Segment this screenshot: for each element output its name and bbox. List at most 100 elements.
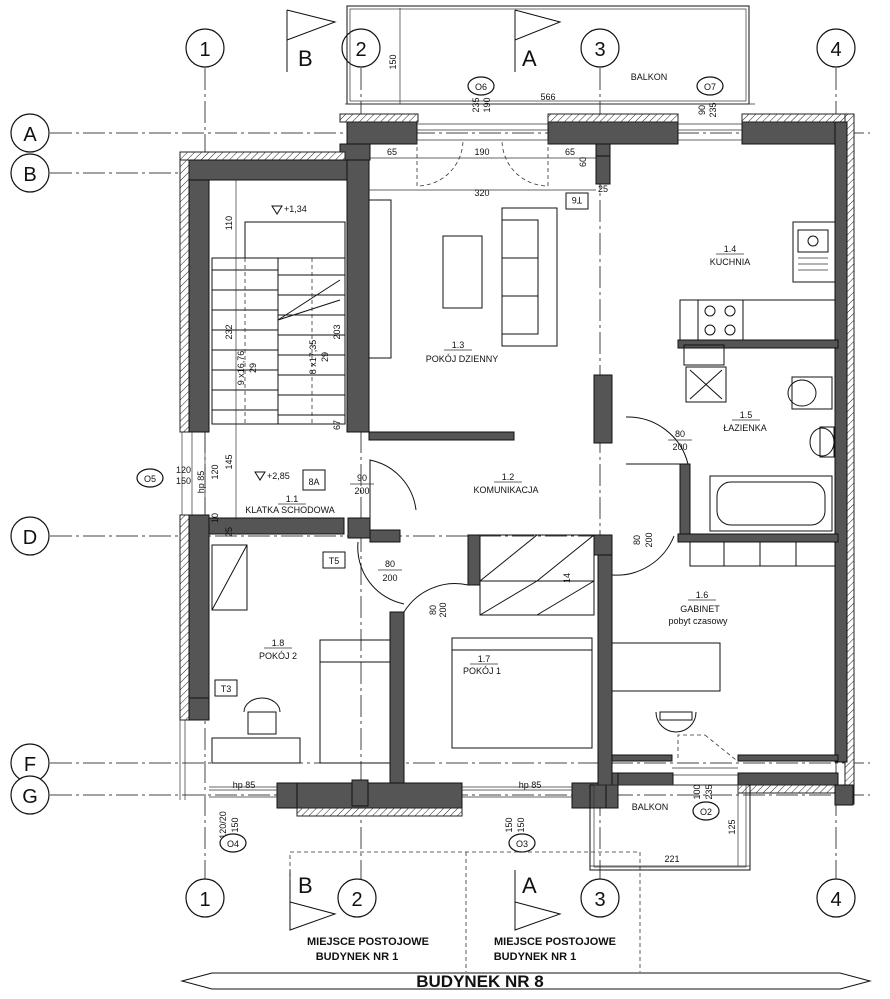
svg-text:1: 1 [199, 39, 210, 61]
svg-text:221: 221 [664, 854, 679, 864]
svg-text:80: 80 [632, 535, 642, 545]
svg-text:O3: O3 [516, 839, 528, 849]
tag-t6: T6 [565, 192, 589, 210]
grid-row-marker-a: A [10, 113, 50, 153]
svg-text:203: 203 [332, 324, 342, 339]
svg-text:8 x17,35: 8 x17,35 [308, 340, 318, 375]
balcony-door-swings [416, 139, 737, 761]
svg-text:1.5: 1.5 [740, 410, 753, 420]
svg-text:BUDYNEK NR 8: BUDYNEK NR 8 [416, 972, 544, 991]
svg-text:A: A [522, 46, 537, 71]
svg-text:1.3: 1.3 [452, 340, 465, 350]
grid-column-marker-3-top: 3 [580, 28, 620, 68]
svg-text:O4: O4 [227, 839, 239, 849]
balcony-top: BALKON 150 566 [345, 5, 755, 105]
kitchen-fixtures [679, 221, 836, 403]
svg-text:125: 125 [727, 819, 737, 834]
svg-text:KOMUNIKACJA: KOMUNIKACJA [473, 485, 538, 495]
svg-text:MIEJSCE POSTOJOWE: MIEJSCE POSTOJOWE [307, 936, 429, 948]
svg-text:O7: O7 [704, 82, 716, 92]
svg-text:65: 65 [565, 147, 575, 157]
svg-text:2: 2 [355, 39, 366, 61]
svg-text:8A: 8A [308, 477, 319, 487]
staircase: 110 232 9 x16,76 29 8 x17,35 29 203 67 +… [196, 180, 346, 537]
svg-text:1.8: 1.8 [272, 638, 285, 648]
svg-text:GABINET: GABINET [680, 604, 720, 614]
svg-text:200: 200 [672, 442, 687, 452]
svg-text:145: 145 [224, 454, 234, 469]
window-label-o6: O6 [467, 76, 495, 96]
door-stair: 90 200 [350, 459, 417, 518]
window-label-o3: O3 [508, 833, 536, 853]
room-label-1-2: 1.2 KOMUNIKACJA [473, 472, 538, 495]
svg-text:200: 200 [644, 532, 654, 547]
svg-text:90: 90 [357, 473, 367, 483]
svg-text:BALKON: BALKON [632, 802, 669, 812]
grid-row-marker-f: F [10, 743, 50, 783]
study-furniture: 80 200 [611, 532, 836, 733]
svg-text:B: B [298, 873, 313, 898]
tag-t3: T3 [214, 679, 238, 697]
svg-text:T5: T5 [329, 556, 340, 566]
svg-text:KUCHNIA: KUCHNIA [710, 257, 751, 267]
grid-row-marker-g: G [10, 775, 50, 815]
svg-text:235: 235 [471, 97, 481, 112]
svg-text:200: 200 [382, 573, 397, 583]
svg-text:10: 10 [210, 513, 220, 523]
svg-text:29: 29 [320, 352, 330, 362]
svg-text:BALKON: BALKON [631, 72, 668, 82]
svg-text:100: 100 [692, 784, 702, 799]
svg-text:BUDYNEK NR 1: BUDYNEK NR 1 [316, 951, 399, 963]
bottom-dimensions: hp 85 hp 85 120/20 150 150 150 100 235 2… [176, 97, 718, 838]
svg-text:1.6: 1.6 [696, 590, 709, 600]
window-label-o7: O7 [696, 76, 724, 96]
room-label-1-3: 1.3 POKÓJ DZIENNY [426, 340, 499, 364]
section-marker-b-top: B [286, 9, 337, 72]
room-label-1-5: 1.5 ŁAZIENKA [723, 410, 767, 433]
grid-column-marker-4-top: 4 [816, 28, 856, 68]
svg-text:KLATKA SCHODOWA: KLATKA SCHODOWA [245, 505, 335, 515]
section-marker-a-bottom: A [514, 870, 562, 931]
svg-text:232: 232 [224, 324, 234, 339]
svg-text:120/20: 120/20 [218, 811, 228, 839]
svg-text:3: 3 [594, 889, 605, 911]
svg-text:A: A [23, 124, 37, 146]
svg-text:B: B [298, 46, 313, 71]
room-label-1-6: 1.6 GABINET pobyt czasowy [668, 590, 728, 626]
tag-t5: T5 [322, 551, 346, 569]
svg-text:hp 85: hp 85 [519, 780, 542, 790]
svg-text:80: 80 [428, 605, 438, 615]
grid-column-marker-2-bottom: 2 [337, 878, 377, 918]
section-marker-a-top: A [514, 9, 562, 72]
svg-text:150: 150 [504, 817, 514, 832]
svg-text:BUDYNEK NR 1: BUDYNEK NR 1 [494, 951, 577, 963]
svg-text:60: 60 [578, 157, 588, 167]
svg-text:3: 3 [594, 39, 605, 61]
svg-text:4: 4 [830, 39, 841, 61]
svg-text:90: 90 [697, 105, 707, 115]
svg-text:1.2: 1.2 [502, 472, 515, 482]
svg-text:120: 120 [176, 465, 191, 475]
svg-text:190: 190 [482, 97, 492, 112]
grid-column-marker-1-bottom: 1 [185, 878, 225, 918]
svg-text:O5: O5 [144, 474, 156, 484]
grid-column-marker-4-bottom: 4 [816, 878, 856, 918]
room-label-1-1: 1.1 KLATKA SCHODOWA [245, 494, 335, 515]
svg-text:ŁAZIENKA: ŁAZIENKA [723, 423, 767, 433]
svg-text:67: 67 [332, 420, 342, 430]
svg-text:D: D [23, 527, 37, 549]
svg-text:190: 190 [474, 147, 489, 157]
svg-text:320: 320 [474, 188, 489, 198]
svg-text:25: 25 [598, 184, 608, 194]
svg-text:O6: O6 [475, 82, 487, 92]
svg-text:+2,85: +2,85 [267, 471, 290, 481]
svg-text:hp 85: hp 85 [196, 471, 206, 494]
grid-column-marker-1-top: 1 [185, 28, 225, 68]
svg-text:1.1: 1.1 [286, 494, 299, 504]
svg-text:65: 65 [387, 147, 397, 157]
bathroom-fixtures: 80 200 [625, 376, 835, 532]
window-label-o4: O4 [219, 833, 247, 853]
window-label-o2: O2 [692, 801, 720, 821]
grid-row-marker-d: D [10, 516, 50, 556]
grid-column-marker-3-bottom: 3 [580, 878, 620, 918]
